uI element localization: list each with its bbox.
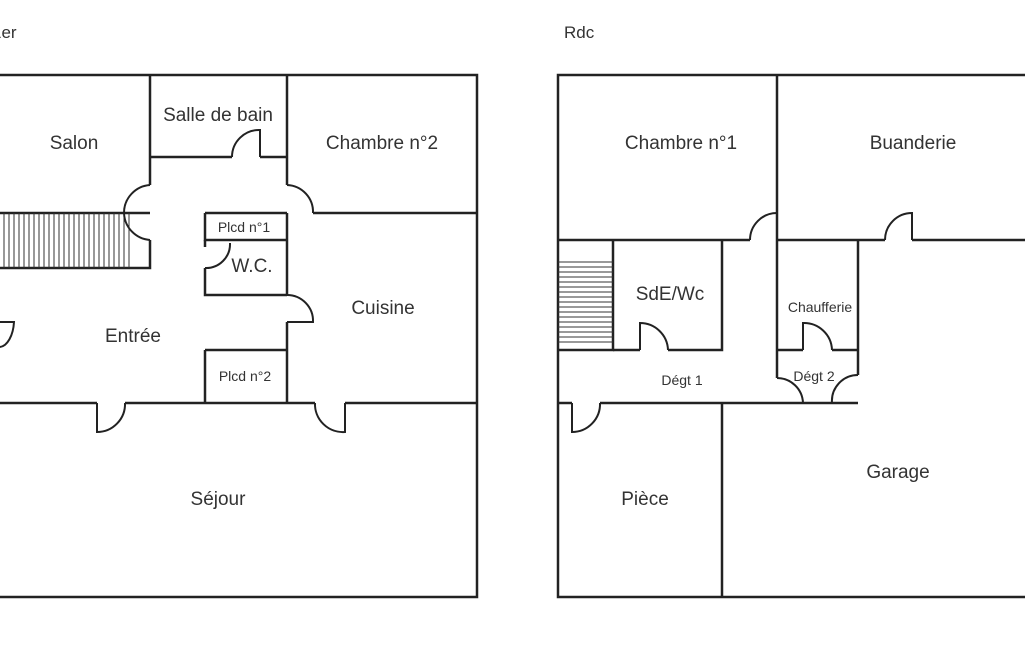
room-labels-1er: Salon Salle de bain Chambre n°2 Plcd n°1… [50, 105, 438, 510]
room-label-wc: W.C. [231, 256, 272, 277]
floor-plan-1er: 1er [0, 23, 479, 599]
room-label-salle-de-bain: Salle de bain [163, 105, 273, 126]
door-buanderie[interactable] [884, 211, 913, 241]
room-label-sde-wc: SdE/Wc [636, 284, 705, 305]
room-label-piece: Pièce [621, 489, 669, 510]
stairs-rdc [558, 261, 613, 343]
door-salle-de-bain[interactable] [231, 128, 261, 158]
room-label-buanderie: Buanderie [870, 133, 957, 154]
room-label-plcd-1: Plcd n°1 [218, 219, 271, 235]
door-degt2-left[interactable] [776, 377, 804, 404]
door-salon-stairs[interactable] [122, 184, 151, 241]
room-label-cuisine: Cuisine [351, 298, 414, 319]
door-sde-wc[interactable] [639, 321, 669, 351]
door-chaufferie[interactable] [802, 321, 833, 351]
room-label-garage: Garage [866, 462, 929, 483]
room-label-entree: Entrée [105, 326, 161, 347]
door-chambre1[interactable] [749, 212, 778, 241]
room-labels-rdc: Chambre n°1 Buanderie SdE/Wc Chaufferie … [621, 133, 956, 510]
room-label-degt-1: Dégt 1 [661, 372, 702, 388]
room-label-salon: Salon [50, 133, 99, 154]
door-cuisine[interactable] [286, 294, 315, 323]
door-wc[interactable] [204, 242, 232, 270]
floor-title-1er: 1er [0, 23, 17, 42]
door-chambre2[interactable] [286, 184, 315, 214]
walls-1er [0, 73, 479, 599]
door-entree[interactable] [0, 321, 16, 348]
room-label-chaufferie: Chaufferie [788, 299, 853, 315]
room-label-plcd-2: Plcd n°2 [219, 368, 272, 384]
room-label-degt-2: Dégt 2 [793, 368, 834, 384]
floor-plan-rdc: Rdc Chambre n°1 [556, 23, 1025, 599]
room-label-chambre-2: Chambre n°2 [326, 133, 438, 154]
door-piece[interactable] [571, 402, 602, 434]
floor-title-rdc: Rdc [564, 23, 595, 42]
door-degt2-right[interactable] [830, 373, 859, 404]
door-sejour-2[interactable] [313, 402, 346, 434]
room-label-chambre-1: Chambre n°1 [625, 133, 737, 154]
stairs-1er [3, 213, 130, 268]
room-label-sejour: Séjour [191, 489, 247, 510]
doors-rdc [571, 211, 913, 434]
doors-1er [0, 128, 346, 434]
door-sejour-1[interactable] [96, 402, 127, 434]
